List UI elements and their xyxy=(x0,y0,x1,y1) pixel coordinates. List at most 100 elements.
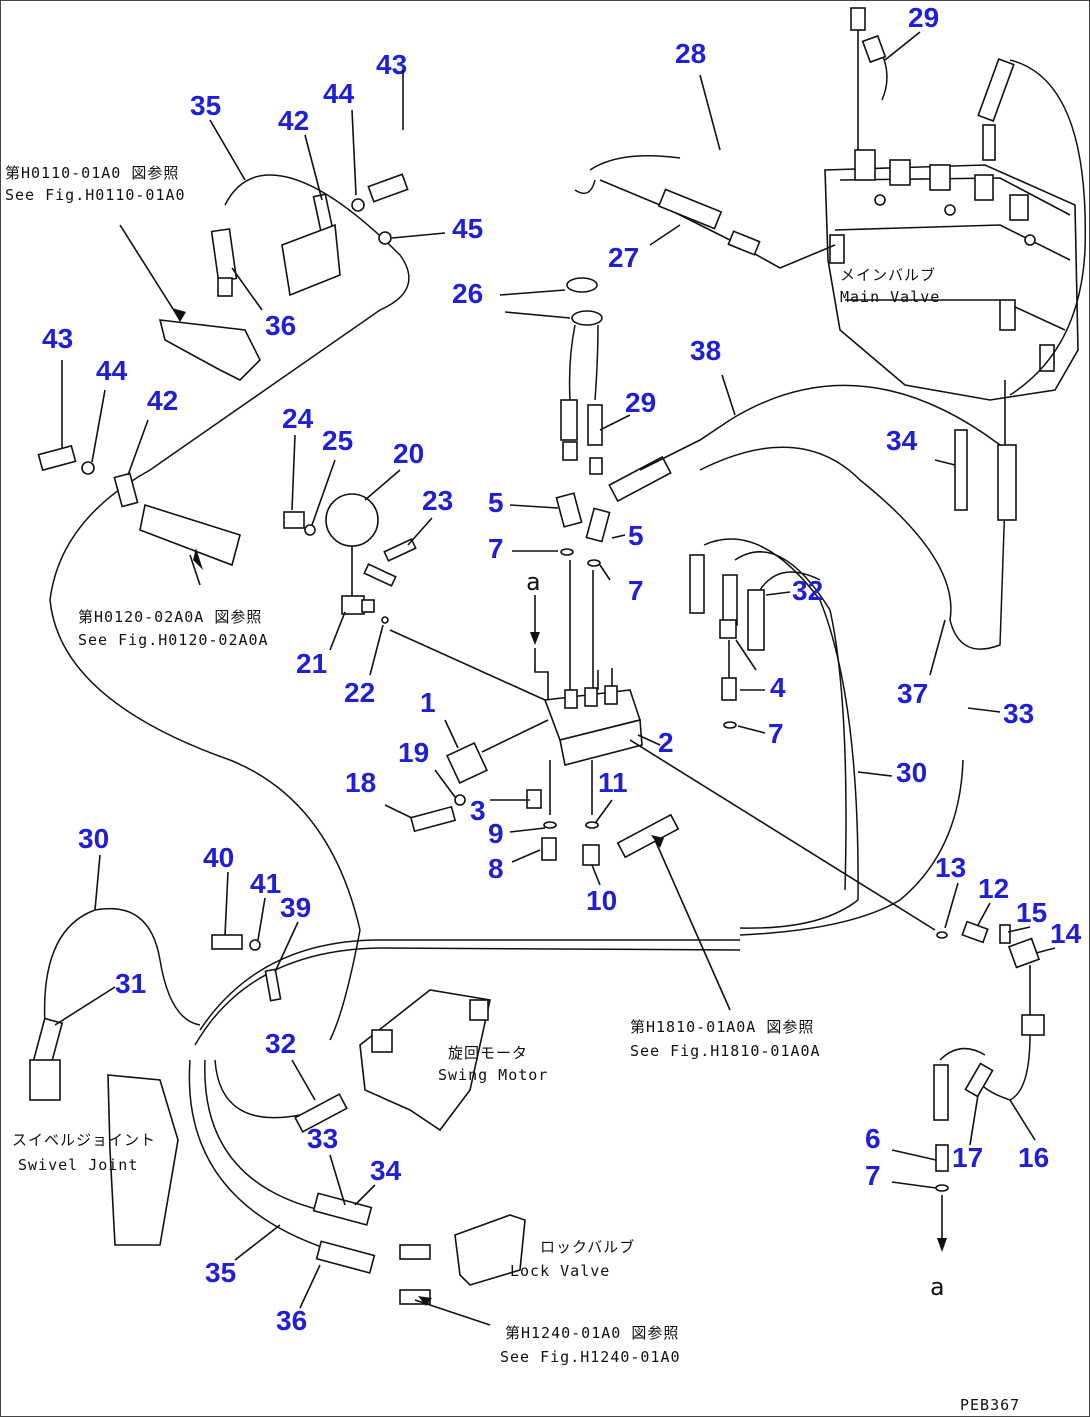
hose-36-fitting xyxy=(210,228,238,282)
hose-38 xyxy=(729,384,1001,446)
hose-30-left xyxy=(43,907,201,1026)
callout-12: 12 xyxy=(978,873,1009,904)
fitting-12 xyxy=(961,920,989,944)
marker-a-top: a xyxy=(526,568,541,596)
callout-40: 40 xyxy=(203,842,234,873)
washer-44-top xyxy=(351,198,365,212)
assembly-line-upper-left xyxy=(389,629,546,701)
elbow-5-right xyxy=(585,507,611,543)
callout-34-right: 34 xyxy=(886,425,918,456)
hose-28-curve xyxy=(589,154,681,171)
callout-3: 3 xyxy=(470,795,486,826)
main-valve-label-en: Main Valve xyxy=(840,288,940,306)
oring-7-d xyxy=(935,1184,949,1192)
ref-pointer-h1240 xyxy=(414,1299,491,1326)
bracket-42-left xyxy=(113,472,139,508)
lock-valve xyxy=(454,1214,526,1286)
callout-32-right: 32 xyxy=(792,575,823,606)
callout-7-a: 7 xyxy=(488,533,504,564)
bolt-43-top xyxy=(367,173,409,203)
marker-a-bottom-arrowhead xyxy=(937,1238,947,1252)
note-swing-motor-en: Swing Motor xyxy=(438,1066,548,1084)
callout-43-top: 43 xyxy=(376,49,407,80)
callout-33-lower: 33 xyxy=(307,1123,338,1154)
swing-motor xyxy=(359,989,491,1132)
oring-7-b xyxy=(587,559,601,567)
callout-44-top: 44 xyxy=(323,78,355,109)
callout-31: 31 xyxy=(115,968,146,999)
hose-33-right xyxy=(739,759,964,936)
callout-36-top: 36 xyxy=(265,310,296,341)
hose-end-right xyxy=(587,404,603,446)
solenoid-stem xyxy=(481,719,549,753)
callout-11: 11 xyxy=(598,767,628,798)
hose-end-left xyxy=(560,399,578,441)
callout-37: 37 xyxy=(897,678,928,709)
ref-pointer-arrow xyxy=(172,308,186,322)
callout-41: 41 xyxy=(250,868,281,899)
nut-24 xyxy=(283,511,305,529)
callout-17: 17 xyxy=(952,1142,983,1173)
ref-pointer-h1240-arrow xyxy=(418,1296,432,1306)
clamp-block xyxy=(281,223,341,297)
solenoid-valve-block xyxy=(543,560,643,766)
note-ref-h0110-en: See Fig.H0110-01A0 xyxy=(5,186,186,204)
oring-22 xyxy=(381,616,389,624)
washer-25 xyxy=(304,524,316,536)
callout-15: 15 xyxy=(1016,897,1047,928)
washer-44-left xyxy=(81,461,95,475)
hose-32-curve xyxy=(759,571,821,591)
cap-26-top xyxy=(566,277,598,293)
washer-19 xyxy=(454,794,466,806)
callout-14: 14 xyxy=(1050,918,1082,949)
callout-42-left: 42 xyxy=(147,385,178,416)
callout-24: 24 xyxy=(282,403,314,434)
hose-35-lower xyxy=(188,1059,331,1251)
hose-right xyxy=(1009,59,1087,396)
marker-a-bottom: a xyxy=(930,1273,945,1301)
tee-14 xyxy=(1007,937,1041,969)
callout-43-left: 43 xyxy=(42,323,73,354)
note-ref-h1810-en: See Fig.H1810-01A0A xyxy=(630,1042,821,1060)
hose-30-outer xyxy=(703,538,859,901)
note-ref-h0110-jp: 第H0110-01A0 図参照 xyxy=(5,164,179,182)
callout-44-left: 44 xyxy=(96,355,128,386)
nut-21 xyxy=(341,595,365,615)
callout-30-left: 30 xyxy=(78,823,109,854)
ref-pointer-h1810-arrow xyxy=(651,835,664,848)
hose-fitting-34-lower xyxy=(312,1192,373,1226)
swivel-joint xyxy=(107,1074,179,1246)
hose-fitting-mid xyxy=(722,574,738,626)
swivel-fitting xyxy=(29,1059,61,1101)
hose-32-fitting xyxy=(747,589,765,651)
hose-vertical-right xyxy=(594,324,599,401)
marker-a-line xyxy=(534,648,549,700)
washer-41 xyxy=(249,939,261,951)
hose-fitting-lower xyxy=(616,813,680,859)
swing-motor-port-2 xyxy=(469,999,489,1021)
callout-36-lower: 36 xyxy=(276,1305,307,1336)
oring-7-a xyxy=(560,548,574,556)
callout-45: 45 xyxy=(452,213,483,244)
callout-22: 22 xyxy=(344,677,375,708)
oring-13 xyxy=(936,931,948,939)
callout-30-right: 30 xyxy=(896,757,927,788)
cap-26-bottom xyxy=(571,310,603,326)
adapter-6 xyxy=(935,1144,949,1172)
callout-27: 27 xyxy=(608,242,639,273)
hose-38-fitting xyxy=(608,455,672,503)
leader-lines xyxy=(54,31,1056,1309)
fitting-34-right xyxy=(954,429,968,511)
hose-38-link xyxy=(639,419,731,471)
nipple-21 xyxy=(361,599,375,613)
bolt-43-left xyxy=(37,444,77,472)
knob-20 xyxy=(325,493,379,547)
ref-pointer-h1810 xyxy=(654,839,731,1011)
solenoid-coil xyxy=(446,742,488,784)
washer-15 xyxy=(999,924,1011,944)
marker-a-arrowhead xyxy=(530,632,540,645)
nut-left xyxy=(562,441,578,461)
valve-assembly-left xyxy=(158,319,261,381)
note-ref-h1240-jp: 第H1240-01A0 図参照 xyxy=(505,1324,679,1342)
callout-20: 20 xyxy=(393,438,424,469)
